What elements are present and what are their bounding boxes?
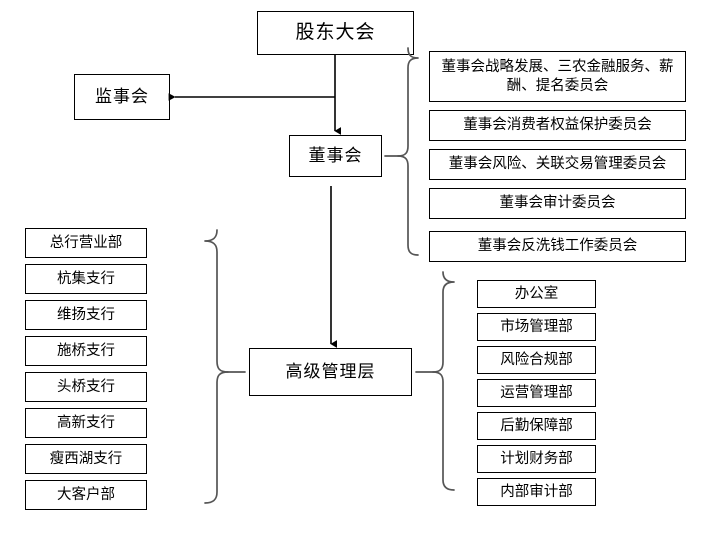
node-branch-label: 大客户部 <box>57 486 115 503</box>
node-committee-strategy-agriculture-compensation-nomination: 董事会战略发展、三农金融服务、薪酬、提名委员会 <box>429 51 686 102</box>
node-dept-internal-audit: 内部审计部 <box>477 478 596 506</box>
brace-board-committees-lower <box>397 155 419 256</box>
node-committee-risk-related-party-transactions: 董事会风险、关联交易管理委员会 <box>429 149 686 180</box>
node-board-of-supervisors: 监事会 <box>74 74 170 120</box>
brace-management-departments-upper <box>415 271 455 373</box>
node-dept-planning-finance: 计划财务部 <box>477 445 596 473</box>
node-board-of-directors-label: 董事会 <box>308 146 363 166</box>
node-shareholders-meeting-label: 股东大会 <box>295 22 376 44</box>
node-branch-head-office-business-dept: 总行营业部 <box>25 228 147 258</box>
node-dept-operations-management: 运营管理部 <box>477 379 596 407</box>
node-committee-label: 董事会战略发展、三农金融服务、薪酬、提名委员会 <box>441 59 674 94</box>
node-dept-office: 办公室 <box>477 280 596 308</box>
node-dept-label: 内部审计部 <box>500 483 573 500</box>
node-branch-gaoxin: 高新支行 <box>25 408 147 438</box>
node-dept-label: 运营管理部 <box>500 384 573 401</box>
node-dept-market-management: 市场管理部 <box>477 313 596 341</box>
node-dept-label: 计划财务部 <box>500 450 573 467</box>
node-dept-risk-compliance: 风险合规部 <box>477 346 596 374</box>
node-committee-label: 董事会消费者权益保护委员会 <box>463 117 652 134</box>
node-committee-consumer-rights-protection: 董事会消费者权益保护委员会 <box>429 110 686 141</box>
node-branch-label: 头桥支行 <box>57 378 115 395</box>
node-branch-label: 杭集支行 <box>57 270 115 287</box>
node-board-of-supervisors-label: 监事会 <box>95 87 149 107</box>
node-committee-label: 董事会风险、关联交易管理委员会 <box>448 156 667 173</box>
node-dept-label: 办公室 <box>514 285 559 302</box>
brace-board-committees-upper <box>384 47 419 157</box>
node-committee-audit: 董事会审计委员会 <box>429 188 686 219</box>
node-committee-anti-money-laundering: 董事会反洗钱工作委员会 <box>429 231 686 262</box>
node-branch-label: 高新支行 <box>57 414 115 431</box>
node-branch-label: 维扬支行 <box>57 306 115 323</box>
brace-branches-management-lower <box>204 371 229 504</box>
node-senior-management-label: 高级管理层 <box>285 362 376 382</box>
node-dept-label: 后勤保障部 <box>500 417 573 434</box>
node-committee-label: 董事会反洗钱工作委员会 <box>477 238 638 255</box>
node-branch-label: 瘦西湖支行 <box>49 450 123 467</box>
node-branch-touqiao: 头桥支行 <box>25 372 147 402</box>
node-branch-label: 施桥支行 <box>57 342 115 359</box>
brace-branches-management-upper <box>204 229 246 373</box>
node-dept-label: 风险合规部 <box>500 351 573 368</box>
node-dept-label: 市场管理部 <box>500 318 573 335</box>
node-branch-shiqiao: 施桥支行 <box>25 336 147 366</box>
node-branch-shouxihu: 瘦西湖支行 <box>25 444 147 474</box>
node-branch-label: 总行营业部 <box>49 234 123 251</box>
node-branch-key-accounts-dept: 大客户部 <box>25 480 147 510</box>
node-board-of-directors: 董事会 <box>289 135 382 177</box>
brace-management-departments-lower <box>432 371 455 491</box>
node-branch-weiyang: 维扬支行 <box>25 300 147 330</box>
node-shareholders-meeting: 股东大会 <box>257 11 414 55</box>
node-branch-hangji: 杭集支行 <box>25 264 147 294</box>
node-senior-management: 高级管理层 <box>249 348 412 396</box>
node-dept-logistics-support: 后勤保障部 <box>477 412 596 440</box>
node-committee-label: 董事会审计委员会 <box>499 195 616 212</box>
